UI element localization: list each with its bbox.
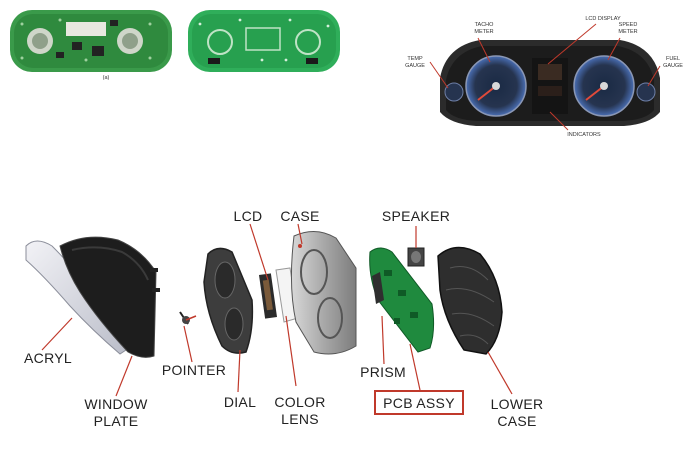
- leader-lines: [41, 223, 513, 397]
- case-part: [290, 231, 357, 355]
- label-acryl: ACRYL: [24, 350, 72, 366]
- label-speaker: SPEAKER: [381, 208, 451, 224]
- label-temp-gauge: TEMP GAUGE: [405, 56, 425, 69]
- caption-mark: (a): [102, 75, 110, 81]
- label-speed-meter: SPEED METER: [618, 22, 638, 35]
- window-plate-part: [59, 236, 157, 358]
- pcb-assy-highlight-box: PCB ASSY: [374, 390, 464, 415]
- label-tacho-meter: TACHO METER: [474, 22, 494, 35]
- label-lcd: LCD: [233, 208, 263, 224]
- label-pcb-assy: PCB ASSY: [383, 395, 455, 411]
- label-case: CASE: [280, 208, 320, 224]
- lower-case-part: [437, 246, 503, 355]
- pcb-assy-part: [369, 247, 435, 353]
- label-color-lens: COLOR LENS: [274, 394, 326, 427]
- label-lcd-display: LCD DISPLAY: [585, 16, 621, 22]
- pcb-front-photo: [10, 10, 172, 72]
- label-window-plate: WINDOW PLATE: [84, 396, 148, 429]
- label-dial: DIAL: [223, 394, 257, 410]
- speaker-part: [407, 247, 425, 267]
- label-indicators: INDICATORS: [567, 132, 601, 138]
- label-prism: PRISM: [360, 364, 406, 380]
- pcb-back-photo: [188, 10, 340, 72]
- label-fuel-gauge: FUEL GAUGE: [663, 56, 683, 69]
- label-pointer: POINTER: [161, 362, 227, 378]
- dial-part: [203, 247, 254, 354]
- pointer-part: [179, 311, 197, 325]
- label-lower-case: LOWER CASE: [490, 396, 544, 429]
- lcd-part: [258, 273, 278, 319]
- instrument-cluster-photo: [429, 23, 661, 131]
